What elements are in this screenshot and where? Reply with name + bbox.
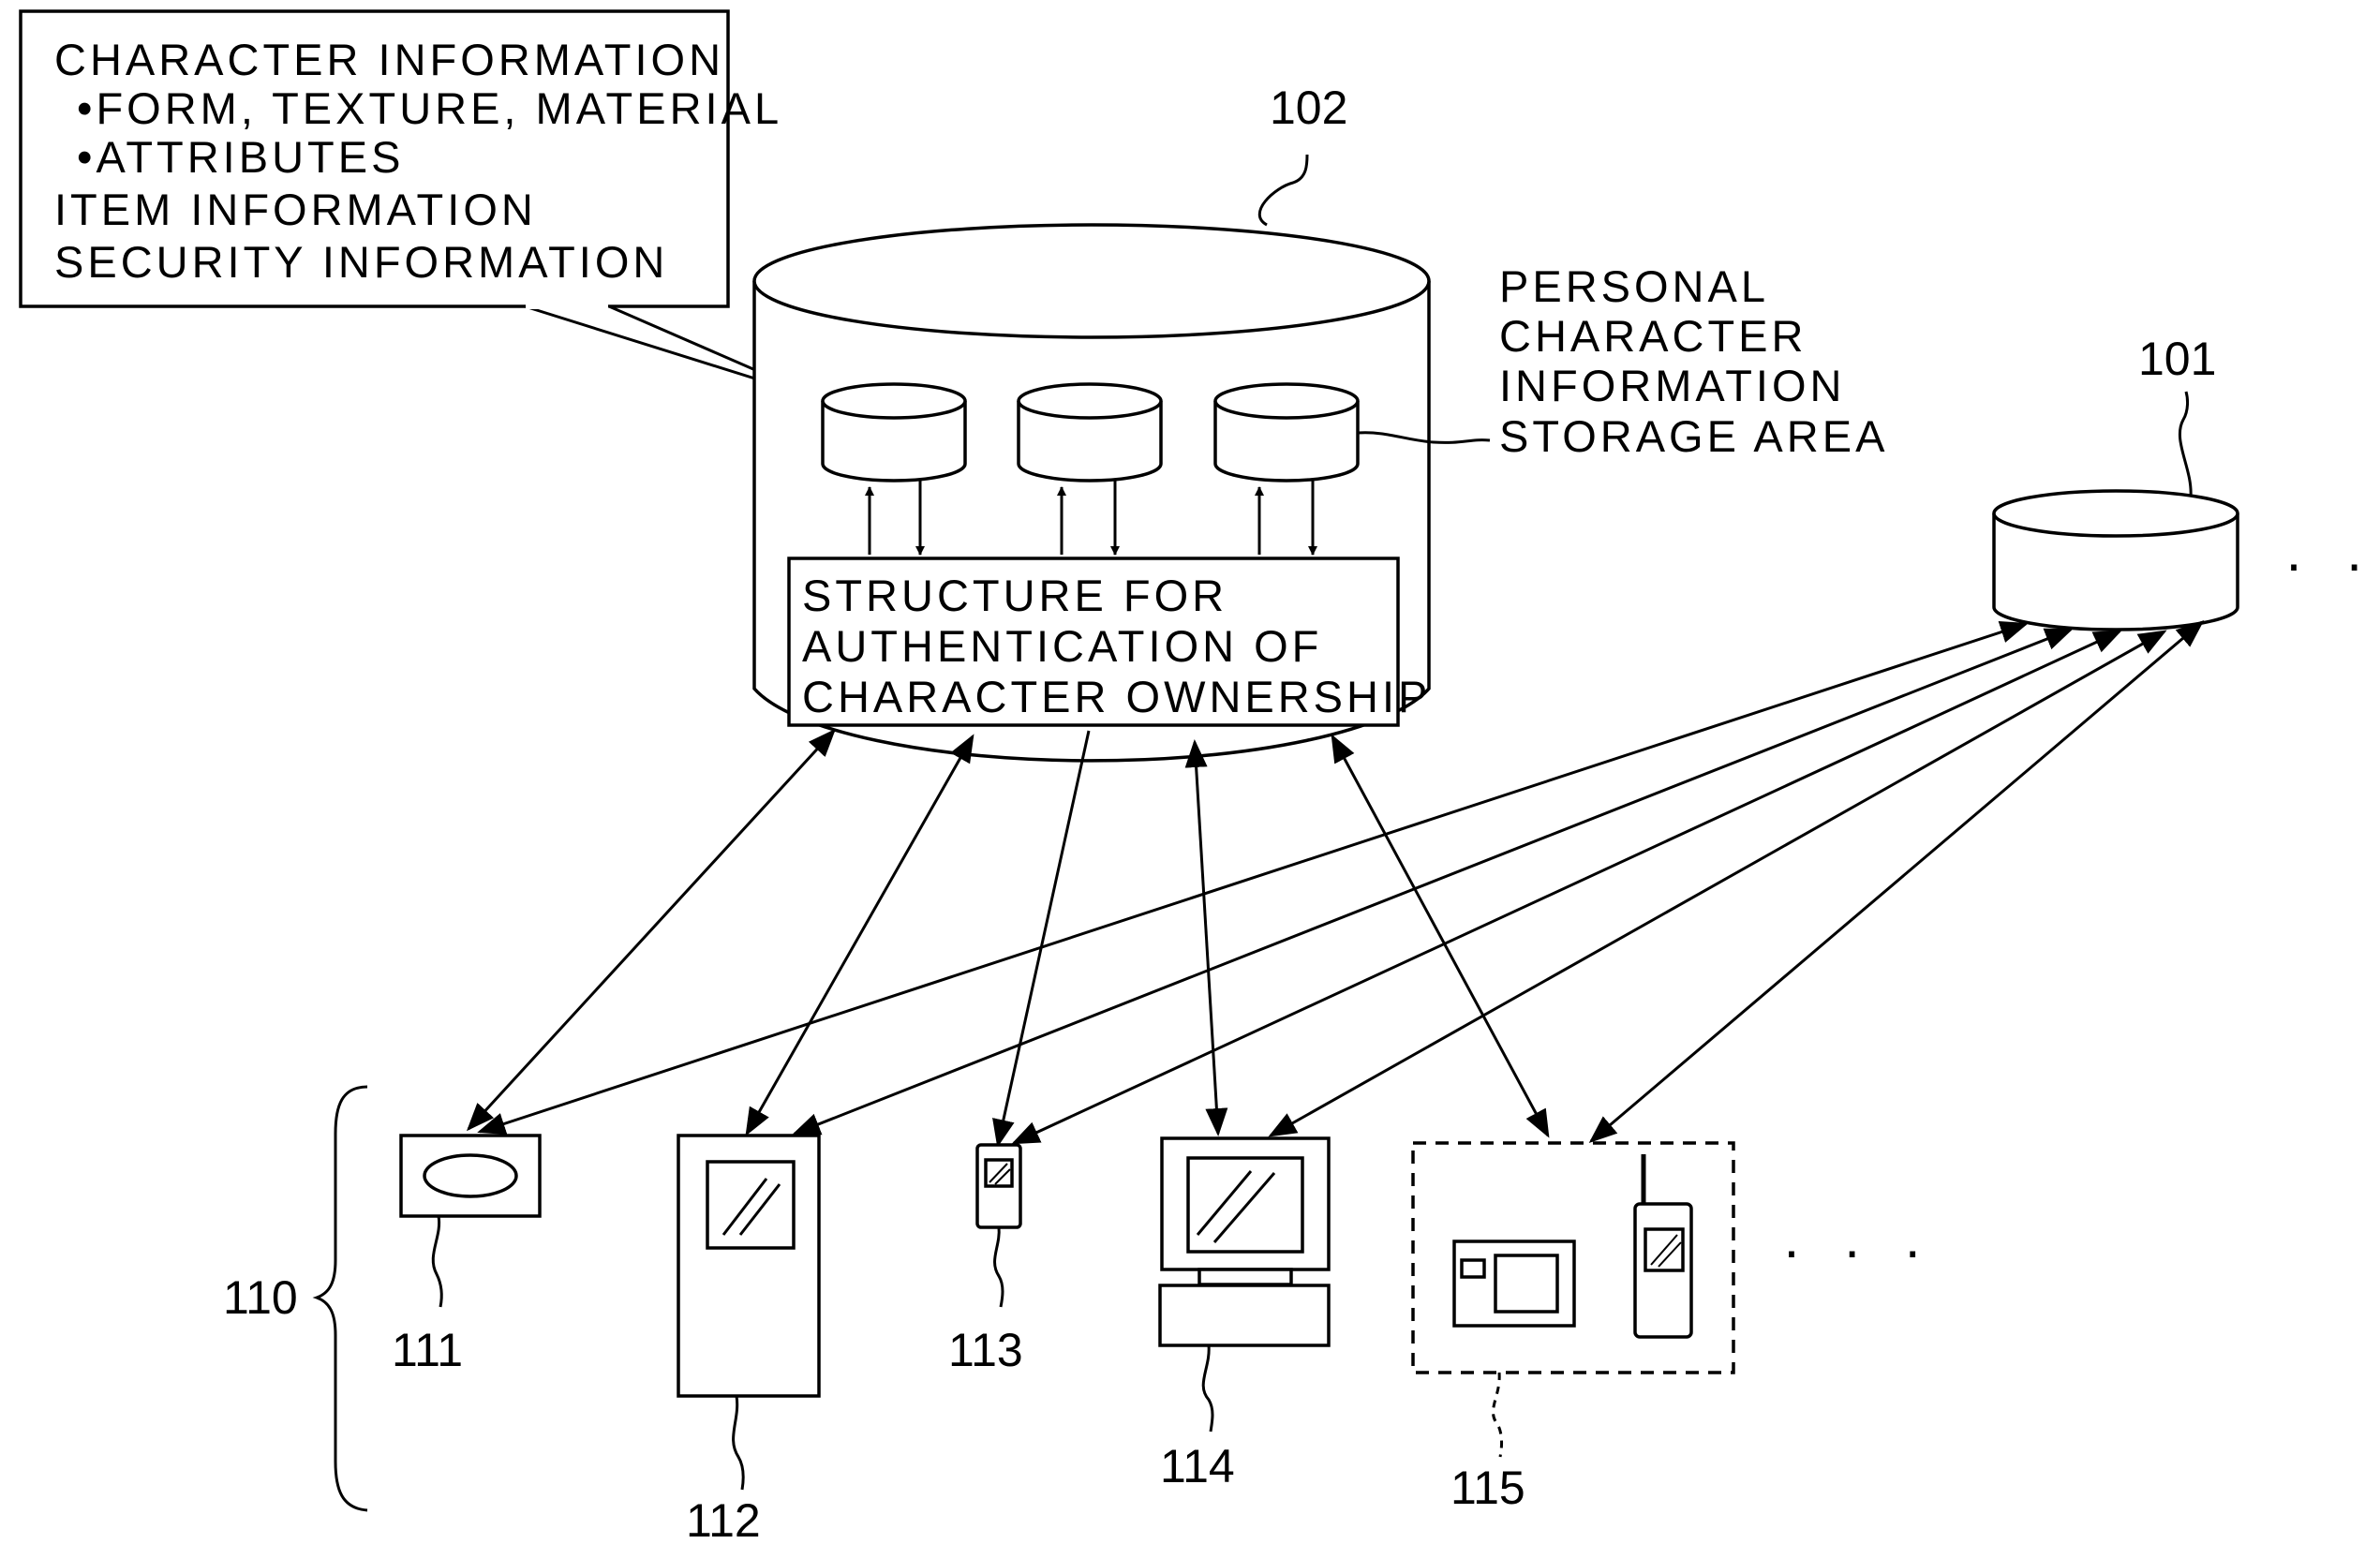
svg-text:INFORMATION: INFORMATION [1499, 361, 1846, 410]
ref-115: 115 [1450, 1462, 1525, 1514]
terminal-112-kiosk [678, 1136, 819, 1396]
info-line-attributes: •ATTRIBUTES [77, 132, 404, 182]
character-info-box: CHARACTER INFORMATION •FORM, TEXTURE, MA… [21, 11, 782, 306]
terminal-115-device-group [1413, 1143, 1733, 1373]
info-line-security: SECURITY INFORMATION [54, 237, 668, 287]
ref-101: 101 [2138, 333, 2216, 385]
ref-102: 102 [1270, 82, 1347, 134]
ref-112-leader [734, 1396, 744, 1490]
svg-text:PERSONAL: PERSONAL [1499, 261, 1769, 311]
ref-114: 114 [1160, 1440, 1235, 1492]
terminal-group-brace [317, 1087, 367, 1510]
terminal-111-card-reader [401, 1136, 540, 1216]
terminal-113-handheld [977, 1145, 1020, 1227]
auth-structure-box: STRUCTURE FOR AUTHENTICATION OF CHARACTE… [789, 558, 1431, 725]
ref-112: 112 [686, 1494, 761, 1544]
ref-114-leader [1203, 1345, 1212, 1432]
ref-111: 111 [392, 1324, 463, 1376]
ref-110: 110 [223, 1271, 298, 1324]
svg-text:STORAGE AREA: STORAGE AREA [1499, 411, 1888, 461]
info-line-item: ITEM INFORMATION [54, 185, 537, 234]
ref-113: 113 [948, 1324, 1023, 1376]
svg-text:STRUCTURE FOR: STRUCTURE FOR [802, 571, 1227, 620]
more-terminals-ellipsis: · · · [1782, 1219, 1935, 1282]
ref-102-leader [1259, 155, 1307, 225]
more-servers-ellipsis: · · · [2284, 532, 2380, 595]
ref-101-leader [2179, 392, 2191, 497]
storage-area-label: PERSONAL CHARACTER INFORMATION STORAGE A… [1499, 261, 1888, 461]
storage-cylinder-1 [823, 384, 965, 481]
info-line-character: CHARACTER INFORMATION [54, 35, 724, 84]
terminal-114-pc [1160, 1138, 1329, 1345]
ref-111-leader [433, 1216, 441, 1307]
storage-cylinder-3 [1215, 384, 1358, 481]
svg-text:CHARACTER OWNERSHIP: CHARACTER OWNERSHIP [802, 672, 1431, 721]
server-101-cylinder [1994, 491, 2238, 630]
storage-cylinder-2 [1019, 384, 1161, 481]
ref-115-leader [1493, 1373, 1501, 1457]
ref-113-leader [995, 1227, 1003, 1307]
svg-text:CHARACTER: CHARACTER [1499, 311, 1807, 361]
info-line-form: •FORM, TEXTURE, MATERIAL [77, 83, 782, 133]
svg-text:AUTHENTICATION OF: AUTHENTICATION OF [802, 621, 1322, 671]
